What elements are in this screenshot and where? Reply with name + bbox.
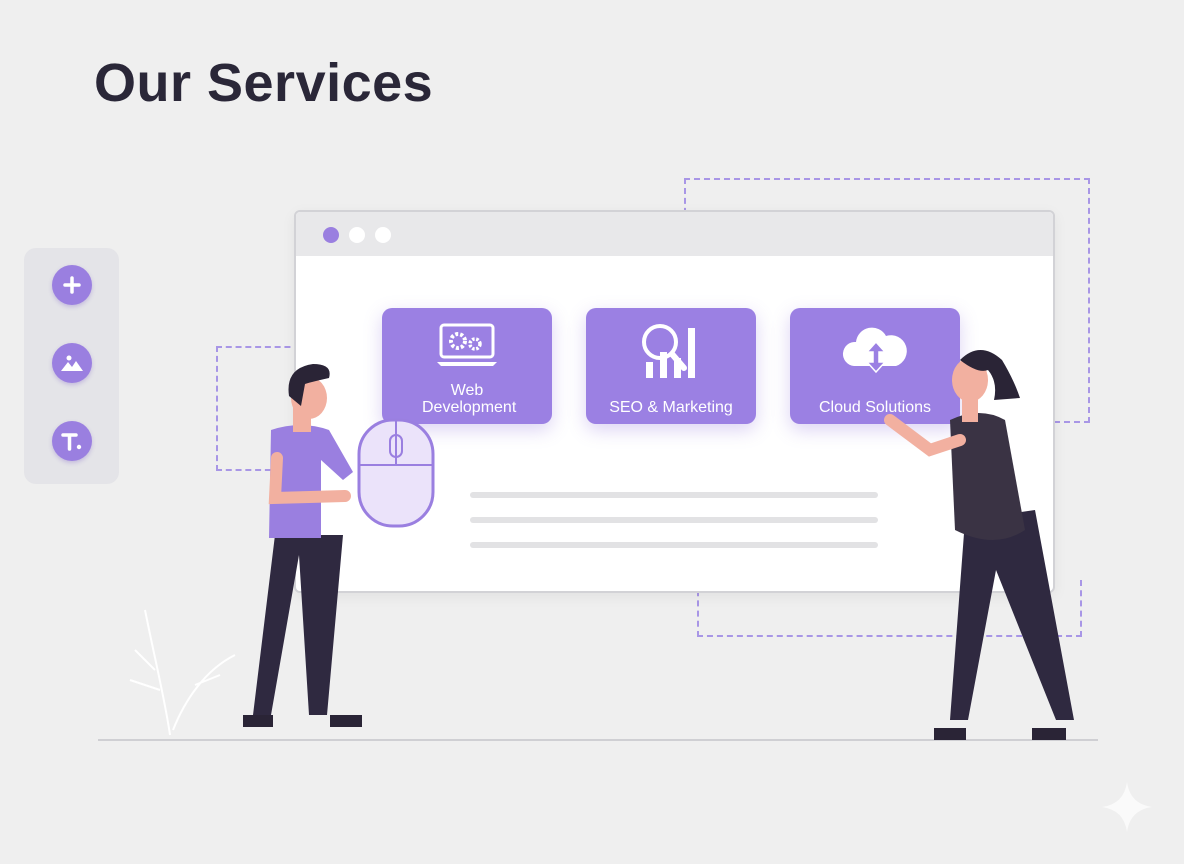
laptop-gears-icon [437,323,497,366]
woman-pointing-illustration [884,350,1074,740]
plant-decoration [129,609,236,736]
service-label: SEO & Marketing [609,399,733,416]
service-label: Web Development [422,382,517,416]
magnifier-chart-icon [642,324,695,378]
side-toolbar [24,248,119,484]
browser-window: Web Development SEO & Marketing Cloud So… [294,210,1055,593]
text-icon [61,433,82,451]
add-image-button[interactable] [52,343,92,383]
window-dot [349,227,365,243]
window-dot [375,227,391,243]
service-label: Cloud Solutions [818,399,932,416]
add-button[interactable] [52,265,92,305]
sparkle-icon [1102,782,1152,832]
plus-icon [63,276,81,294]
service-card-seo-marketing[interactable]: SEO & Marketing [586,308,756,424]
decorative-frame [697,580,1082,637]
service-card-cloud-solutions[interactable]: Cloud Solutions [790,308,960,424]
page-title: Our Services [94,53,434,113]
image-icon [61,355,83,371]
text-placeholder-line [470,542,878,548]
man-with-mouse-illustration [243,364,435,727]
ground-line [98,739,1098,741]
add-text-button[interactable] [52,421,92,461]
cloud-upload-download-icon [842,327,907,374]
text-placeholder-line [470,517,878,523]
text-placeholder-line [470,492,878,498]
browser-titlebar [296,212,1053,256]
window-dot [323,227,339,243]
service-card-web-development[interactable]: Web Development [382,308,552,424]
